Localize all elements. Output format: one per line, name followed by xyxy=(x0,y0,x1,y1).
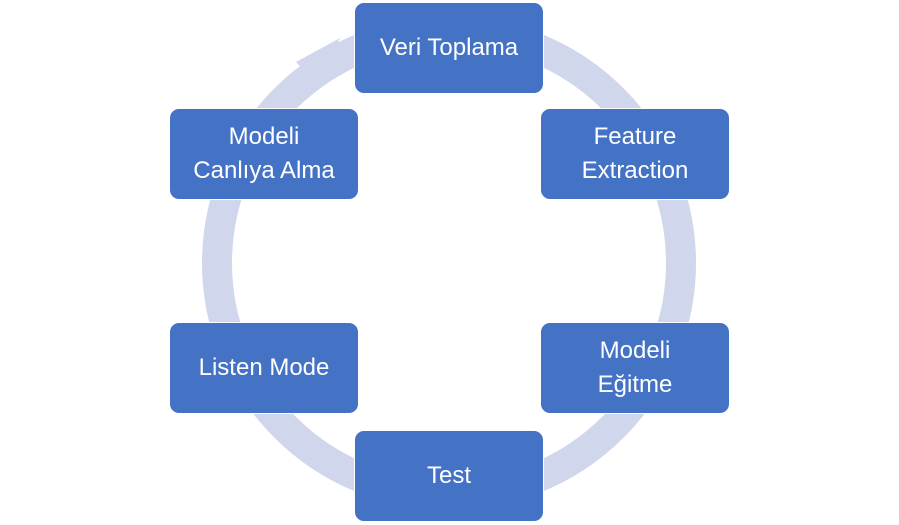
step-test: Test xyxy=(354,430,544,522)
cycle-ring xyxy=(202,16,696,510)
step-feature-extraction: Feature Extraction xyxy=(540,108,730,200)
step-modeli-canliya-alma: Modeli Canlıya Alma xyxy=(169,108,359,200)
cycle-arrowhead xyxy=(296,38,340,86)
step-listen-mode: Listen Mode xyxy=(169,322,359,414)
step-modeli-egitme: Modeli Eğitme xyxy=(540,322,730,414)
step-veri-toplama: Veri Toplama xyxy=(354,2,544,94)
